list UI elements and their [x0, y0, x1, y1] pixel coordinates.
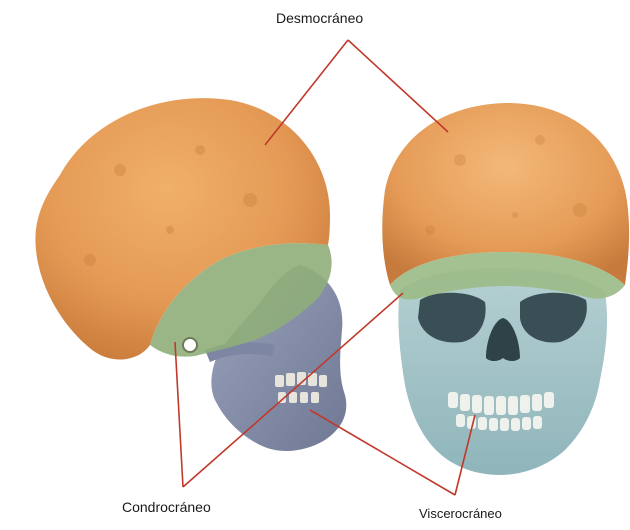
label-desmocraneo: Desmocráneo — [276, 10, 363, 26]
leader-desmo-left — [265, 40, 348, 145]
ear-opening — [183, 338, 197, 352]
frontal-skull — [382, 103, 629, 475]
label-condrocraneo: Condrocráneo — [122, 499, 211, 515]
label-viscerocraneo: Viscerocráneo — [419, 506, 502, 521]
leader-condro-left — [175, 342, 183, 487]
lateral-skull — [35, 98, 346, 451]
leader-desmo-right — [348, 40, 448, 132]
